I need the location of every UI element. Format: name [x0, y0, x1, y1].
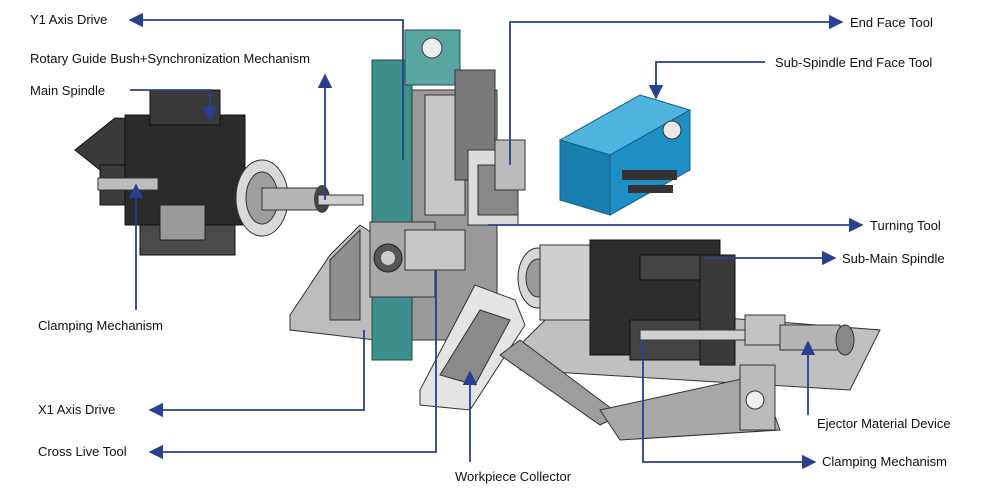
label-clamping-mechanism-left: Clamping Mechanism — [38, 318, 163, 333]
label-clamping-mechanism-right: Clamping Mechanism — [822, 454, 947, 469]
label-turning-tool: Turning Tool — [870, 218, 941, 233]
sub-spindle-assembly — [499, 239, 881, 441]
label-sub-spindle-end-face-tool: Sub-Spindle End Face Tool — [775, 55, 932, 70]
leader-lines — [128, 12, 864, 470]
workpiece-collector-tray — [419, 284, 526, 411]
leader-cross-live-tool — [148, 270, 437, 460]
label-main-spindle: Main Spindle — [30, 83, 105, 98]
blue-tool-block — [558, 94, 692, 216]
label-end-face-tool: End Face Tool — [850, 15, 933, 30]
leader-y1-axis-drive — [128, 12, 404, 160]
label-x1-axis-drive: X1 Axis Drive — [38, 402, 115, 417]
callout-labels: Y1 Axis Drive Rotary Guide Bush+Synchron… — [30, 12, 951, 484]
label-cross-live-tool: Cross Live Tool — [38, 444, 127, 459]
leader-main-spindle — [130, 89, 218, 122]
label-workpiece-collector: Workpiece Collector — [455, 469, 572, 484]
lathe-illustration — [74, 29, 881, 441]
label-ejector-material-device: Ejector Material Device — [817, 416, 951, 431]
label-y1-axis-drive: Y1 Axis Drive — [30, 12, 107, 27]
main-spindle-assembly — [74, 89, 364, 256]
leader-sub-spindle-end-face-tool — [648, 61, 765, 100]
label-rotary-guide-bush: Rotary Guide Bush+Synchronization Mechan… — [30, 51, 310, 66]
leader-x1-axis-drive — [148, 330, 365, 418]
label-sub-main-spindle: Sub-Main Spindle — [842, 251, 945, 266]
leader-clamping-right — [642, 340, 817, 470]
leader-end-face-tool — [509, 14, 844, 165]
